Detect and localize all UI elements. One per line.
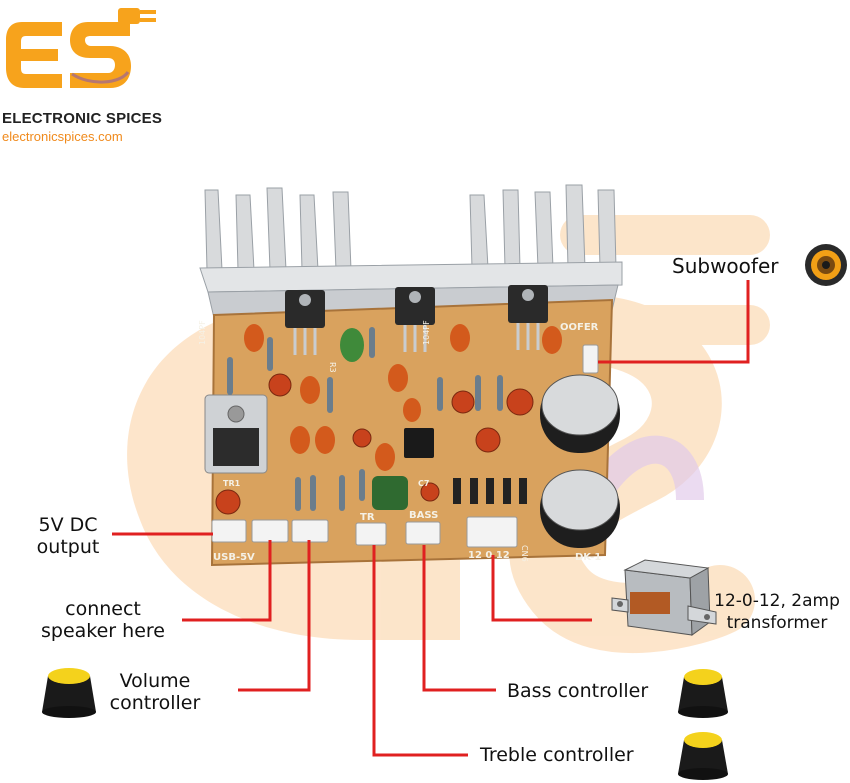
board-cn6-label: CN6 xyxy=(520,545,529,562)
volume-label-line1: Volume xyxy=(119,670,191,692)
volume-label: Volume controller xyxy=(98,670,212,714)
board-usb-label: USB-5V xyxy=(213,552,255,563)
board-104pf-label-b: 104PF xyxy=(422,320,431,345)
board-treble-label: TR xyxy=(360,512,375,523)
volume-knob-icon xyxy=(42,668,96,718)
subwoofer-label: Subwoofer xyxy=(672,254,779,278)
board-tr1-label: TR1 xyxy=(223,479,241,488)
board-104pf-label-a: 104PF xyxy=(198,320,207,345)
board-r3-label: R3 xyxy=(328,362,337,373)
bass-knob-icon xyxy=(678,669,728,718)
treble-knob-icon xyxy=(678,732,728,780)
brand-url: electronicspices.com xyxy=(2,129,123,144)
callout-transformer xyxy=(491,555,592,622)
board-bass-label: BASS xyxy=(409,510,438,521)
speaker-label-line2: speaker here xyxy=(41,620,165,642)
brand-logo xyxy=(6,8,156,88)
dc-output-label-line2: output xyxy=(36,536,100,558)
board-c7-label: C7 xyxy=(418,479,429,488)
dc-output-label: 5V DC output xyxy=(23,514,113,558)
speaker-label-line1: connect xyxy=(65,598,141,620)
transformer-label-line1: 12-0-12, 2amp xyxy=(714,591,840,611)
brand-name: ELECTRONIC SPICES xyxy=(2,110,163,127)
transformer-label: 12-0-12, 2amp transformer xyxy=(703,590,850,634)
transformer-label-line2: transformer xyxy=(726,613,828,633)
callout-subwoofer xyxy=(598,280,750,364)
speaker-label: connect speaker here xyxy=(28,598,178,642)
callout-treble xyxy=(372,545,468,757)
board-woofer-label: OOFER xyxy=(560,322,599,333)
volume-label-line2: controller xyxy=(109,692,201,714)
callout-volume xyxy=(238,540,311,692)
treble-label: Treble controller xyxy=(480,744,634,766)
board-power-label: 12 0 12 xyxy=(468,550,510,561)
dc-output-label-line1: 5V DC xyxy=(38,514,98,536)
callout-bass xyxy=(422,545,496,692)
board-model-label: DK-1 xyxy=(575,552,601,563)
bass-label: Bass controller xyxy=(507,680,649,702)
callout-speaker xyxy=(182,540,272,622)
